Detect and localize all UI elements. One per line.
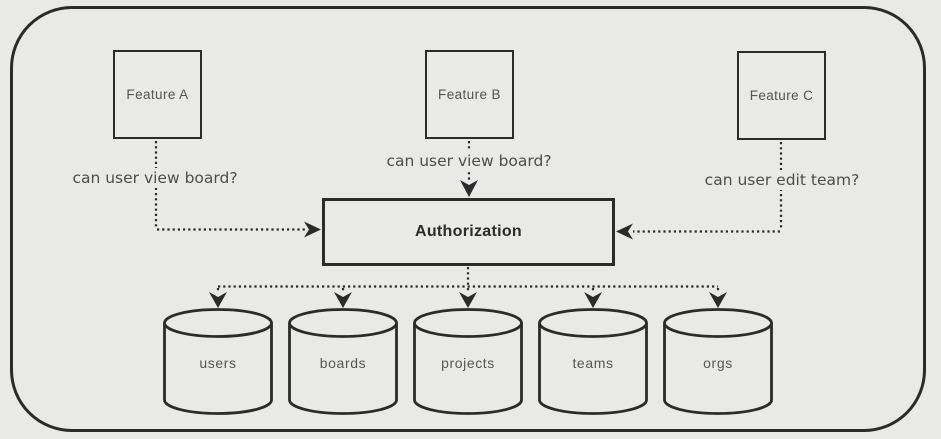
- arrowhead-into-authorization-right: [616, 223, 633, 240]
- node-feature-a-label: Feature A: [126, 87, 189, 102]
- database-cylinder-boards: [288, 308, 398, 415]
- database-cylinder-teams: [538, 308, 648, 415]
- edge-authorization-to-databases: [216, 267, 720, 292]
- cylinder-top: [413, 308, 523, 338]
- node-feature-c-label: Feature C: [749, 88, 814, 103]
- edge-label-feature-a-question: can user view board?: [68, 168, 242, 188]
- edge-label-feature-c-question: can user edit team?: [700, 170, 864, 190]
- database-label-teams: teams: [572, 355, 614, 371]
- arrowhead-into-orgs: [709, 292, 727, 308]
- database-cylinder-users: [163, 308, 273, 415]
- diagram-outer-frame: [10, 6, 926, 432]
- node-feature-b-label: Feature B: [438, 87, 501, 102]
- arrowhead-into-projects: [459, 292, 477, 308]
- cylinder-top: [288, 308, 398, 338]
- database-label-users: users: [199, 355, 237, 371]
- cylinder-body: [163, 323, 273, 415]
- cylinder-top: [663, 308, 773, 338]
- database-label-projects: projects: [441, 355, 495, 371]
- node-authorization-label: Authorization: [415, 223, 522, 240]
- node-feature-a: Feature A: [113, 50, 202, 139]
- node-feature-c: Feature C: [737, 51, 826, 140]
- cylinder-body: [538, 323, 648, 415]
- node-feature-b: Feature B: [425, 50, 514, 139]
- cylinder-body: [663, 323, 773, 415]
- database-cylinder-orgs: [663, 308, 773, 415]
- dotted-line: [216, 267, 720, 292]
- arrowhead-into-users: [209, 292, 227, 308]
- database-cylinder-projects: [413, 308, 523, 415]
- arrowhead-into-authorization-left: [304, 221, 321, 238]
- arrowhead-into-boards: [334, 292, 352, 308]
- cylinder-top: [163, 308, 273, 338]
- cylinder-body: [288, 323, 398, 415]
- cylinder-top: [538, 308, 648, 338]
- database-label-orgs: orgs: [703, 355, 733, 371]
- arrowhead-into-authorization-top: [460, 180, 478, 197]
- arrowhead-into-teams: [584, 292, 602, 308]
- cylinder-body: [413, 323, 523, 415]
- edge-label-feature-b-question: can user view board?: [382, 151, 556, 171]
- database-label-boards: boards: [319, 355, 367, 371]
- node-authorization: Authorization: [322, 198, 615, 266]
